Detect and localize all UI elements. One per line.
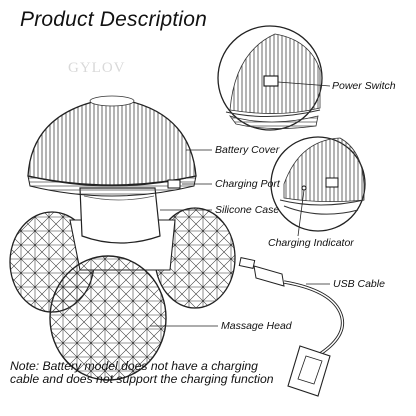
label-battery-cover: Battery Cover (215, 144, 280, 156)
note-line-2: cable and does not support the charging … (10, 372, 274, 386)
page-title: Product Description (20, 8, 208, 31)
note-line-1: Note: Battery model does not have a char… (10, 359, 258, 373)
brand-watermark: GYLOV (68, 60, 126, 76)
label-massage-head: Massage Head (221, 320, 292, 332)
label-power-switch: Power Switch (332, 80, 396, 92)
charging-indicator-detail (270, 136, 366, 237)
usb-cable (238, 257, 345, 397)
silicone-case (79, 187, 161, 244)
label-charging-indicator: Charging Indicator (268, 237, 354, 249)
leader-lines (150, 149, 330, 327)
label-silicone-case: Silicone Case (215, 204, 280, 216)
label-charging-port: Charging Port (215, 178, 280, 190)
power-switch-detail (217, 25, 331, 131)
label-usb-cable: USB Cable (333, 278, 385, 290)
battery-cover (27, 95, 197, 197)
battery-note: Note: Battery model does not have a char… (10, 360, 274, 386)
